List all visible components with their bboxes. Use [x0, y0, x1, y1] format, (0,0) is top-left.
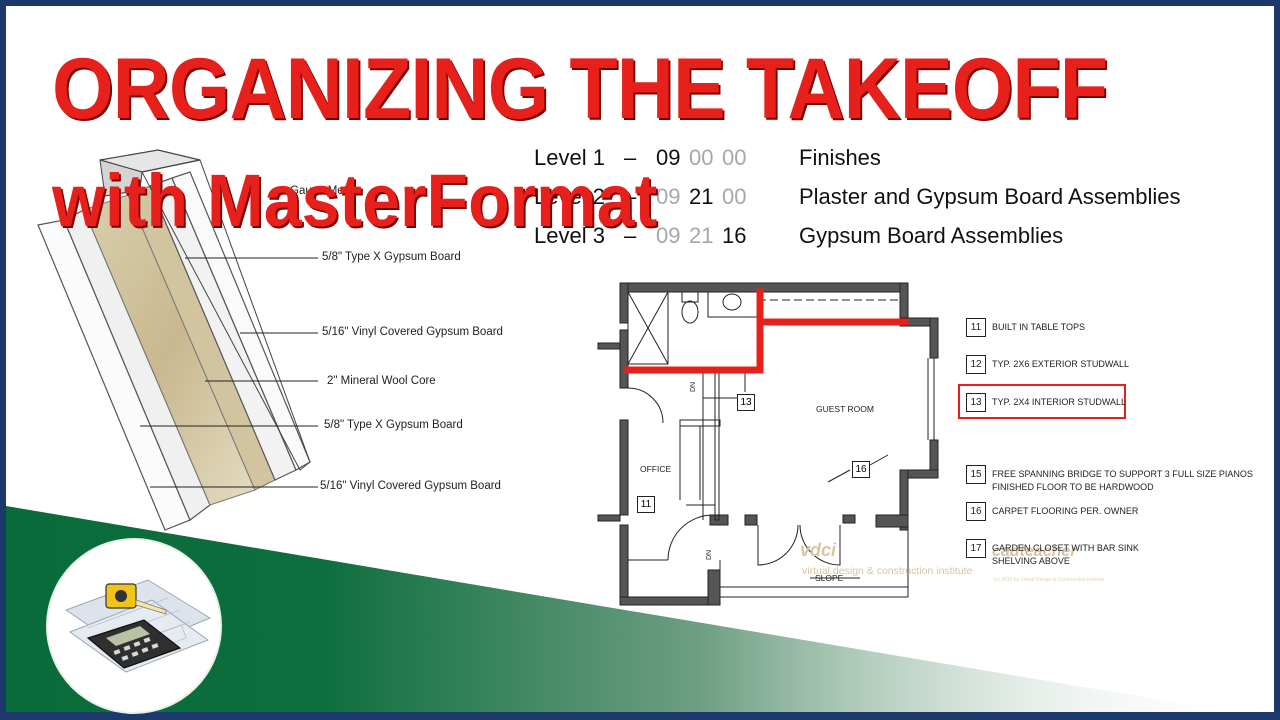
dn-label: DN: [690, 381, 697, 392]
wall-label-5: 5/16" Vinyl Covered Gypsum Board: [320, 480, 501, 492]
legend-number: 12: [966, 355, 986, 374]
takeoff-logo: [48, 540, 220, 712]
level-name: Level 2: [534, 184, 605, 209]
level-dash: –: [624, 184, 637, 209]
legend-text: FREE SPANNING BRIDGE TO SUPPORT 3 FULL S…: [992, 468, 1253, 494]
plan-tag-16: 16: [852, 461, 870, 478]
legend-text-line2: FINISHED FLOOR TO BE HARDWOOD: [992, 482, 1154, 492]
level-code-3: 16: [722, 223, 747, 248]
legend-number: 17: [966, 539, 986, 558]
legend-number: 11: [966, 318, 986, 337]
level-code-1: 09: [656, 145, 681, 170]
legend-highlight-box: [958, 384, 1126, 419]
level-dash: –: [624, 223, 637, 248]
room-label-office: OFFICE: [640, 464, 672, 474]
legend-text: GARDEN CLOSET WITH BAR SINK SHELVING ABO…: [992, 542, 1139, 568]
level-description: Finishes: [799, 145, 881, 170]
legend-text: BUILT IN TABLE TOPS: [992, 322, 1086, 332]
watermark-copyright: (c) 2016 by Virtual Design & Constructio…: [994, 577, 1105, 583]
legend-text-line1: FREE SPANNING BRIDGE TO SUPPORT 3 FULL S…: [992, 469, 1253, 479]
calculator-icon: [86, 619, 182, 669]
legend-number: 15: [966, 465, 986, 484]
level-code-3: 00: [722, 184, 747, 209]
level-name: Level 3: [534, 223, 605, 248]
legend-number: 13: [966, 393, 986, 412]
level-name: Level 1: [534, 145, 605, 170]
legend-number: 16: [966, 502, 986, 521]
wall-label-top: Gauge Metal: [290, 185, 356, 197]
slope-label: SLOPE: [815, 573, 844, 583]
level-code-3: 00: [722, 145, 747, 170]
plan-tag-11: 11: [637, 496, 655, 513]
wall-label-4: 5/8" Type X Gypsum Board: [324, 419, 463, 431]
legend-text: CARPET FLOORING PER. OWNER: [992, 506, 1139, 516]
watermark-brand2: cadteacher: [992, 543, 1077, 560]
level-description: Gypsum Board Assemblies: [799, 223, 1064, 248]
level-description: Plaster and Gypsum Board Assemblies: [799, 184, 1181, 209]
legend-text: TYP. 2X6 EXTERIOR STUDWALL: [992, 359, 1130, 369]
watermark-brand: vdci: [800, 540, 837, 560]
room-label-guest: GUEST ROOM: [816, 404, 874, 414]
level-code-1: 09: [656, 184, 681, 209]
page-title: ORGANIZING THE TAKEOFF: [52, 41, 1108, 137]
watermark-name: virtual design & construction institute: [802, 565, 973, 577]
level-code-2: 00: [689, 145, 714, 170]
page-subtitle: with MasterFormat: [52, 159, 658, 242]
tape-measure-icon: [105, 583, 167, 615]
level-code-2: 21: [689, 184, 714, 209]
wall-label-2: 5/16" Vinyl Covered Gypsum Board: [322, 326, 503, 338]
level-dash: –: [624, 145, 637, 170]
dn-label-2: DN: [706, 549, 713, 560]
legend-text-line1: GARDEN CLOSET WITH BAR SINK: [992, 543, 1139, 553]
legend-text: TYP. 2X4 INTERIOR STUDWALL: [992, 397, 1127, 407]
plan-tag-13: 13: [737, 394, 755, 411]
wall-label-1: 5/8" Type X Gypsum Board: [322, 251, 461, 263]
level-code-1: 09: [656, 223, 681, 248]
legend-text-line2: SHELVING ABOVE: [992, 556, 1070, 566]
level-code-2: 21: [689, 223, 714, 248]
wall-label-3: 2" Mineral Wool Core: [327, 375, 436, 387]
